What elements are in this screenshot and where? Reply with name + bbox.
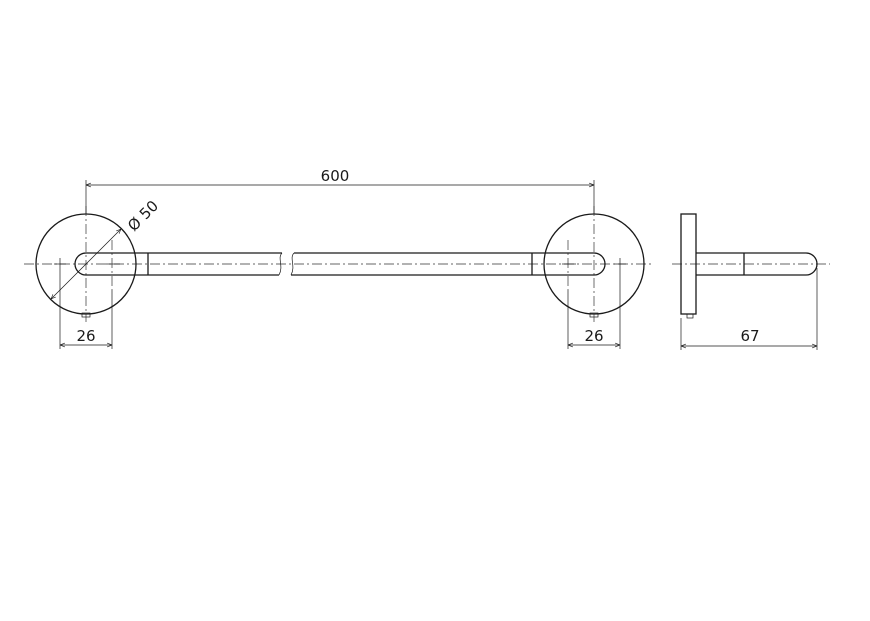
side-arm (696, 252, 818, 276)
diameter-leader (51, 229, 121, 299)
rail-break-right (290, 252, 295, 276)
right-set-screw (589, 312, 599, 318)
side-view: 67 (672, 213, 830, 350)
side-set-screw (686, 313, 694, 319)
rail-break-left (278, 252, 283, 276)
left-set-screw (81, 312, 91, 318)
rail-bar-right (291, 252, 606, 276)
dimension-label-left-26: 26 (76, 327, 95, 345)
diameter-label: Ø 50 (124, 197, 162, 235)
front-view: Ø 50 600 26 26 (24, 167, 652, 349)
dimension-label-right-26: 26 (584, 327, 603, 345)
dimension-label-67: 67 (740, 327, 759, 345)
dimension-label-600: 600 (321, 167, 350, 185)
